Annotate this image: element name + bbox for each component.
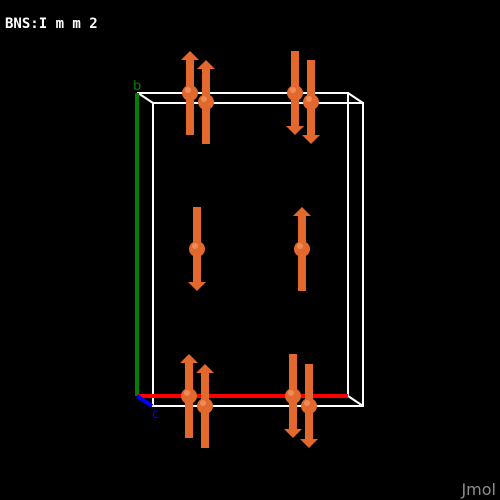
axis-label-b: b [133, 79, 141, 94]
moment-arrow-up-icon [181, 51, 199, 60]
atom-sphere [181, 388, 197, 404]
moment-arrow-up-icon [196, 364, 214, 373]
atom-highlight [192, 243, 198, 249]
cell-edge-0 [137, 92, 154, 104]
atom-sphere [285, 388, 301, 404]
axis-c-line [135, 394, 154, 408]
atom-top-right-front[interactable] [286, 51, 304, 135]
space-group-title: BNS:I m m 2 [5, 16, 98, 32]
atom-mid-right[interactable] [293, 207, 311, 291]
moment-arrow-down-icon [188, 282, 206, 291]
atom-sphere [294, 241, 310, 257]
atom-sphere [189, 241, 205, 257]
cell-front-face [152, 102, 364, 407]
atom-highlight [184, 390, 190, 396]
moment-arrow-down-icon [302, 135, 320, 144]
jmol-watermark: Jmol [461, 480, 496, 499]
atom-top-left-back[interactable] [197, 60, 215, 144]
moment-arrow-up-icon [180, 354, 198, 363]
atom-sphere [198, 94, 214, 110]
cell-edge-1 [347, 92, 364, 104]
atom-sphere [182, 85, 198, 101]
atom-highlight [200, 400, 206, 406]
atoms-layer [180, 51, 320, 448]
cell-edge-3 [347, 395, 364, 407]
atom-highlight [185, 87, 191, 93]
moment-arrow-down-icon [284, 429, 302, 438]
atom-highlight [201, 96, 207, 102]
atom-sphere [303, 94, 319, 110]
moment-arrow-down-icon [286, 126, 304, 135]
atom-sphere [301, 398, 317, 414]
atom-top-right-back[interactable] [302, 60, 320, 144]
atom-mid-left[interactable] [188, 207, 206, 291]
moment-arrow-up-icon [293, 207, 311, 216]
atom-sphere [287, 85, 303, 101]
atom-bot-right-back[interactable] [300, 364, 318, 448]
atom-highlight [306, 96, 312, 102]
axis-label-c: c [152, 407, 159, 422]
atom-highlight [304, 400, 310, 406]
atom-bot-left-back[interactable] [196, 364, 214, 448]
atom-sphere [197, 398, 213, 414]
atom-top-left-front[interactable] [181, 51, 199, 135]
atom-highlight [297, 243, 303, 249]
atom-highlight [288, 390, 294, 396]
moment-arrow-up-icon [197, 60, 215, 69]
atom-bot-right-front[interactable] [284, 354, 302, 438]
atom-highlight [290, 87, 296, 93]
atom-bot-left-front[interactable] [180, 354, 198, 438]
moment-arrow-down-icon [300, 439, 318, 448]
